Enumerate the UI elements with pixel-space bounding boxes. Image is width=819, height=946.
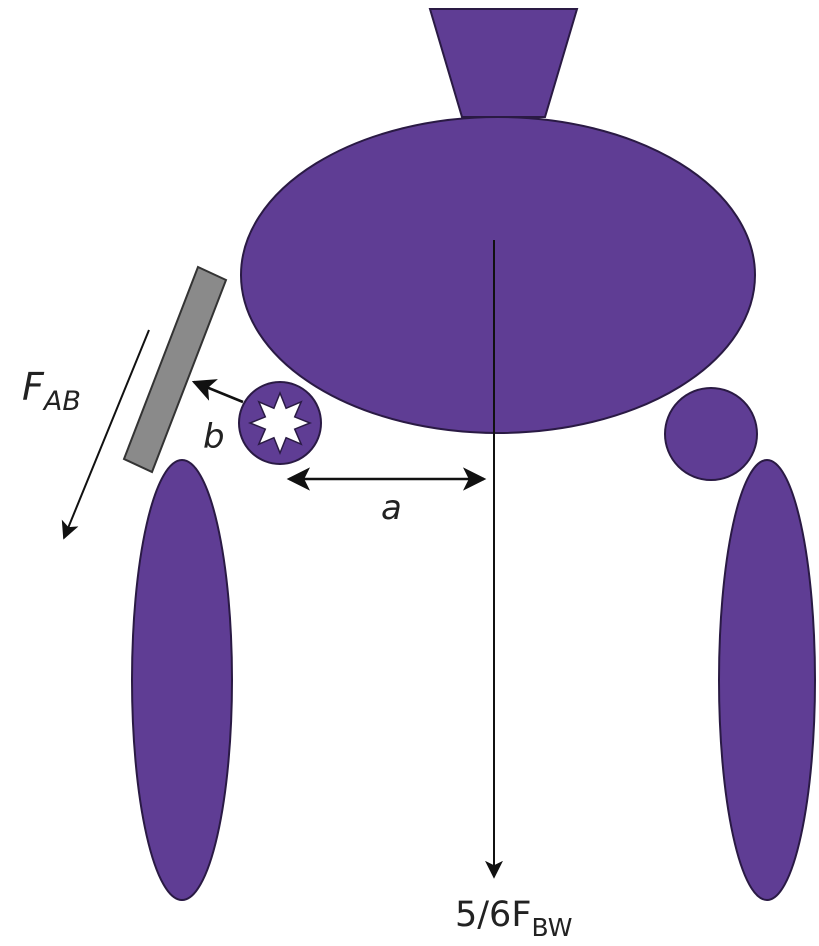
moment-arm-b-arrow xyxy=(194,382,243,402)
right-leg-shape xyxy=(719,460,815,900)
body-weight-label: 5/6FBW xyxy=(455,895,572,942)
left-leg-shape xyxy=(132,460,232,900)
right-hip-shape xyxy=(665,388,757,480)
moment-arm-a-label: a xyxy=(381,488,402,528)
head-shape xyxy=(430,9,577,117)
trunk-shape xyxy=(241,117,755,433)
pivot-star-icon xyxy=(250,393,310,453)
force-ab-label: FAB xyxy=(22,365,81,417)
moment-arm-b-label: b xyxy=(203,417,225,457)
